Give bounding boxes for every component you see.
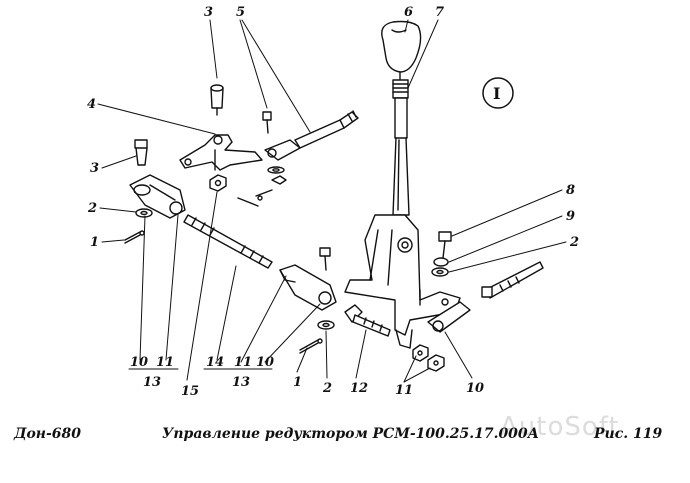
rod-end-left-part bbox=[129, 174, 186, 219]
washer-2-left-part bbox=[135, 208, 153, 218]
lever-bracket-part bbox=[344, 214, 461, 349]
pin-upper-part bbox=[210, 84, 224, 116]
callout-12: 12 bbox=[350, 381, 368, 396]
callout-8: 8 bbox=[566, 183, 575, 198]
callout-3-top: 3 bbox=[204, 5, 213, 20]
callout-2-right: 2 bbox=[569, 235, 579, 250]
lever-knob-part bbox=[381, 20, 422, 81]
callout-3-left: 3 bbox=[90, 161, 99, 176]
washer-2-middle-part bbox=[317, 320, 335, 330]
bolt-3-left-part bbox=[134, 139, 148, 166]
callout-2-left: 2 bbox=[87, 201, 97, 216]
washer-upper-part bbox=[267, 166, 287, 185]
callout-13-mid: 13 bbox=[232, 375, 250, 390]
small-pin-part bbox=[237, 189, 273, 207]
cotter-pin-1-middle-part bbox=[299, 338, 323, 354]
callout-11-left: 11 bbox=[156, 355, 174, 370]
view-label-circle bbox=[482, 77, 514, 109]
view-label: I bbox=[493, 84, 500, 103]
rod-5-part bbox=[264, 110, 359, 161]
figure-caption: Управление редуктором РСМ-100.25.17.000А bbox=[162, 426, 540, 442]
callout-4: 4 bbox=[87, 97, 96, 112]
fork-right-part bbox=[427, 301, 471, 333]
callout-5: 5 bbox=[236, 5, 245, 20]
callout-13-left: 13 bbox=[143, 375, 161, 390]
callout-6: 6 bbox=[404, 5, 413, 20]
callout-labels: 3 5 6 7 4 3 2 1 8 9 2 10 11 13 15 14 11 … bbox=[87, 5, 579, 399]
callout-14: 14 bbox=[206, 355, 224, 370]
fork-middle-part bbox=[279, 264, 337, 311]
callout-11-mid: 11 bbox=[234, 355, 252, 370]
callout-10-right: 10 bbox=[466, 381, 484, 396]
callout-11-right: 11 bbox=[395, 383, 413, 398]
watermark: AutoSoft bbox=[500, 412, 620, 442]
washer-2-right-part bbox=[431, 267, 449, 277]
callout-1-mid: 1 bbox=[293, 375, 302, 390]
model-label: Дон-680 bbox=[14, 426, 82, 442]
bolt-8-part bbox=[438, 231, 452, 259]
callout-10-mid: 10 bbox=[256, 355, 274, 370]
cotter-pin-1-left-part bbox=[124, 230, 145, 244]
leader-lines bbox=[97, 19, 567, 383]
nut-15-part bbox=[209, 174, 227, 192]
callout-9: 9 bbox=[566, 209, 575, 224]
callout-2-mid: 2 bbox=[322, 381, 332, 396]
washer-9-part bbox=[433, 257, 449, 267]
threaded-rod-14-part bbox=[183, 214, 273, 269]
bolt-middle-part bbox=[319, 247, 331, 271]
bolt-3-upper-part bbox=[262, 111, 272, 134]
callout-1-left: 1 bbox=[90, 235, 99, 250]
rod-end-right-part bbox=[481, 261, 544, 299]
callout-7: 7 bbox=[435, 5, 444, 20]
stud-12-part bbox=[344, 304, 391, 337]
figure-number: Рис. 119 bbox=[594, 426, 663, 442]
callout-15: 15 bbox=[181, 384, 199, 399]
lever-shaft-part bbox=[392, 79, 410, 216]
bell-crank-4-part bbox=[179, 134, 263, 171]
callout-10-left: 10 bbox=[130, 355, 148, 370]
nut-11-lower-part bbox=[412, 344, 445, 372]
